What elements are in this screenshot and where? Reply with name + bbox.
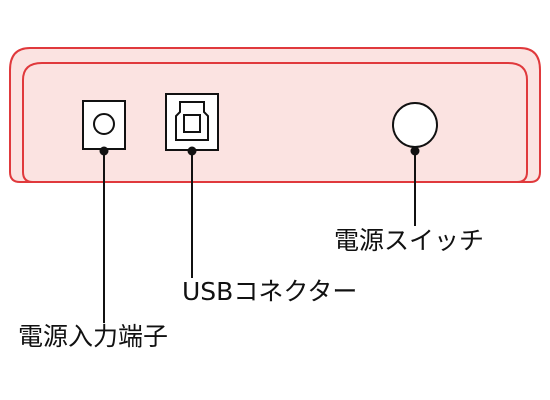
leader-line-power-switch [410,146,420,226]
power-switch-label: 電源スイッチ [334,226,485,255]
usb-connector-port [165,93,219,151]
power-switch-button [392,102,438,148]
power-input-label: 電源入力端子 [18,322,169,351]
power-input-jack [82,100,126,150]
device-back-panel [22,62,528,183]
usb-connector-label: USBコネクター [182,277,358,306]
leader-line-usb-connector [187,146,197,278]
leader-line-power-input [99,146,109,323]
